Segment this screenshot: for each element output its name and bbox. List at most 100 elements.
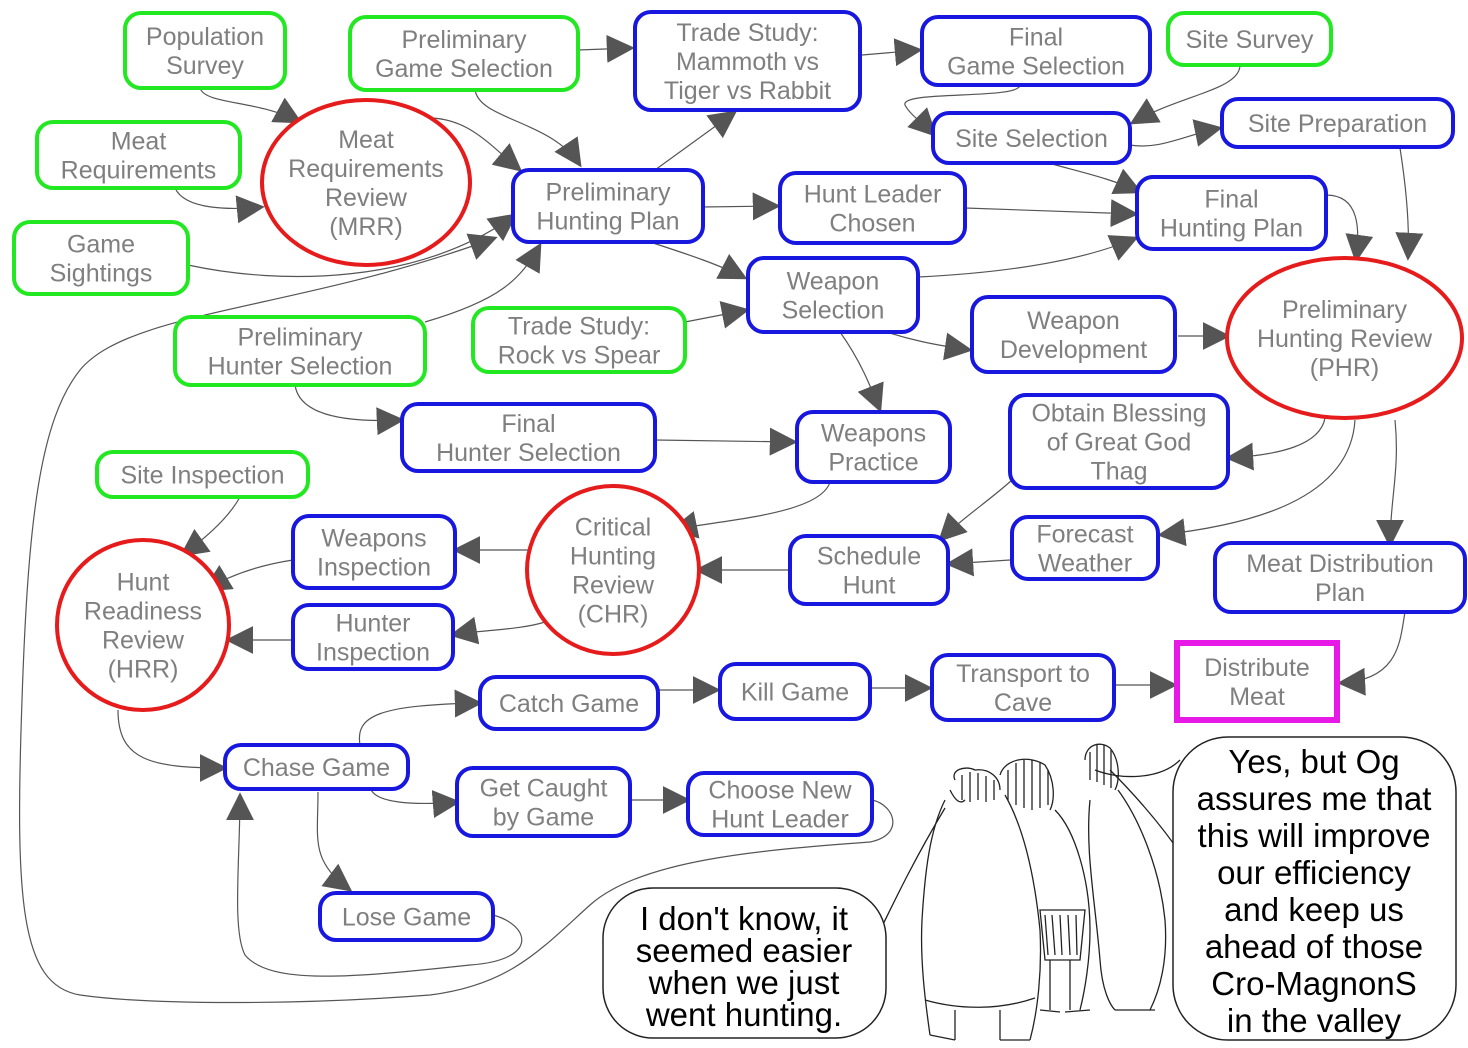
node-get-caught-shape bbox=[455, 766, 632, 838]
node-prelim-hunter-selection-shape bbox=[173, 315, 427, 387]
node-obtain-blessing-shape bbox=[1008, 393, 1230, 490]
node-site-preparation-label: Site Preparation bbox=[1248, 110, 1427, 138]
node-final-hunting-plan-shape bbox=[1135, 175, 1328, 251]
node-catch-game-shape bbox=[478, 675, 660, 731]
node-choose-new-leader-shape bbox=[686, 771, 874, 837]
edge-blessing-to-schedule bbox=[938, 479, 1013, 542]
node-prelim-game-selection-shape bbox=[348, 15, 580, 92]
edge-mrr-to-prelim-plan bbox=[431, 117, 523, 172]
edge-site-selection-to-site-prep bbox=[1129, 119, 1223, 147]
cavemen-illustration bbox=[844, 743, 1186, 1041]
edge-meat-req-to-mrr bbox=[174, 187, 265, 224]
node-chase-game-label: Chase Game bbox=[243, 754, 390, 782]
edge-lose-to-chase-loop bbox=[225, 792, 523, 977]
node-site-selection-shape bbox=[931, 111, 1132, 165]
node-site-survey-shape bbox=[1166, 11, 1333, 67]
node-site-selection-label: Site Selection bbox=[955, 125, 1108, 153]
edge-site-inspection-to-hrr bbox=[179, 496, 241, 557]
edge-hunt-leader-to-final-plan bbox=[964, 199, 1139, 228]
edge-trade-study-to-final-game bbox=[861, 38, 923, 67]
node-final-hunter-selection-shape bbox=[400, 402, 657, 473]
edge-prelim-plan-to-trade-study bbox=[654, 110, 738, 171]
node-mrr-shape bbox=[260, 98, 472, 267]
edge-prelim-game-to-prelim-plan bbox=[474, 89, 582, 168]
edge-phr-to-blessing bbox=[1225, 417, 1326, 471]
node-hunter-inspection-shape bbox=[291, 603, 455, 671]
edge-meat-dist-to-distribute bbox=[1337, 611, 1406, 696]
edge-hrr-to-chase bbox=[117, 709, 228, 782]
node-kill-game-label: Kill Game bbox=[741, 678, 849, 706]
node-site-preparation: Site Preparation bbox=[1220, 97, 1455, 149]
edge-practice-to-chr bbox=[669, 481, 831, 539]
edge-final-game-to-site-selection bbox=[904, 84, 1021, 137]
node-weapon-development-shape bbox=[970, 295, 1177, 374]
node-lose-game-shape bbox=[318, 891, 495, 942]
node-meat-requirements-shape bbox=[35, 120, 242, 190]
edge-site-selection-to-final-plan bbox=[1044, 161, 1143, 195]
node-site-selection: Site Selection bbox=[931, 111, 1132, 165]
node-weapon-selection-shape bbox=[746, 256, 920, 334]
node-population-survey-shape bbox=[123, 11, 287, 90]
edge-prelim-hunter-to-final-hunter bbox=[294, 384, 405, 436]
node-distribute-meat-shape bbox=[1174, 640, 1340, 723]
node-transport-to-cave-shape bbox=[930, 653, 1116, 722]
edge-trade-rock-to-weapon-selection bbox=[684, 301, 750, 329]
edge-final-plan-to-phr bbox=[1325, 194, 1374, 263]
node-schedule-hunt-shape bbox=[788, 534, 950, 606]
edge-phr-to-forecast bbox=[1157, 419, 1356, 547]
edge-prelim-hunter-to-prelim-plan bbox=[424, 242, 542, 323]
speech-balloon-right bbox=[1172, 736, 1457, 1041]
edge-prelim-game-to-trade-study bbox=[577, 34, 635, 63]
caveman-middle bbox=[999, 758, 1091, 1013]
node-game-sightings-shape bbox=[12, 220, 190, 296]
node-kill-game: Kill Game bbox=[718, 662, 872, 721]
node-trade-study-mammoth-shape bbox=[633, 10, 862, 112]
edge-weapon-selection-to-practice bbox=[839, 331, 884, 413]
caveman-right bbox=[1084, 743, 1167, 1011]
node-site-survey: Site Survey bbox=[1166, 11, 1333, 67]
node-weapons-practice-shape bbox=[795, 410, 952, 484]
node-trade-study-rock-label: Trade Study:Rock vs Spear bbox=[498, 312, 661, 369]
edge-site-prep-to-phr bbox=[1395, 147, 1424, 261]
edge-chase-to-lose bbox=[316, 791, 353, 892]
